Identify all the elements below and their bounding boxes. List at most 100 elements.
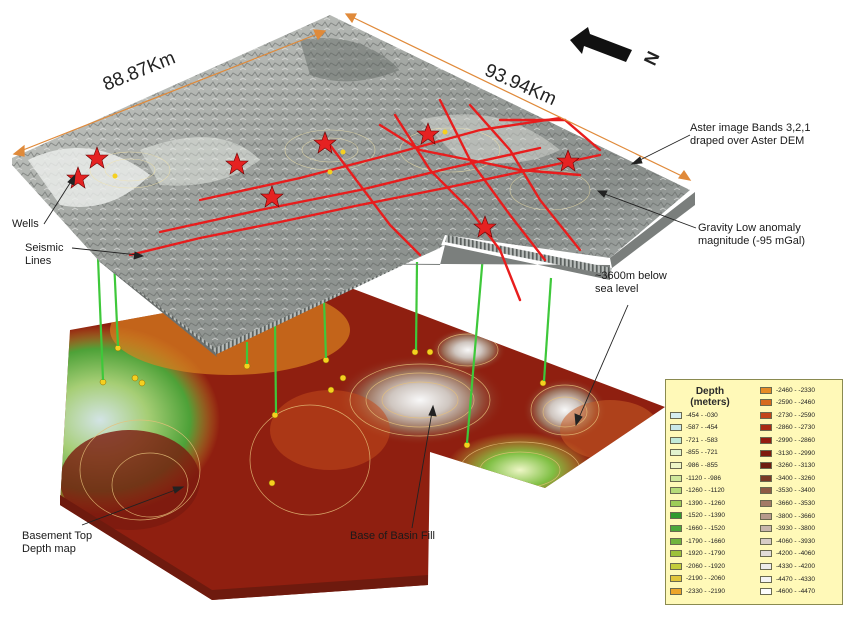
legend-swatch	[760, 562, 772, 570]
wells-label: Wells	[12, 218, 39, 230]
legend-entry: -3530 - -3400	[760, 486, 815, 496]
legend-entry: -3800 - -3660	[760, 511, 815, 521]
legend-entry: -2990 - -2860	[760, 435, 815, 445]
seismic-lines	[128, 98, 602, 302]
legend-swatch	[760, 588, 772, 596]
legend-swatch	[760, 386, 772, 394]
legend-entry-text: -4330 - -4200	[776, 562, 816, 570]
legend-entry-text: -454 - -030	[686, 411, 718, 419]
legend-swatch	[760, 537, 772, 545]
legend-title: Depth(meters)	[690, 386, 730, 408]
legend-entry-text: -1790 - -1660	[686, 537, 726, 545]
legend-entry-text: -2860 - -2730	[776, 424, 816, 432]
legend-entry: -2860 - -2730	[760, 423, 815, 433]
legend-entry: -986 - -855	[670, 460, 718, 470]
legend-swatch	[670, 537, 682, 545]
legend-swatch	[760, 575, 772, 583]
legend-entry: -3660 - -3530	[760, 498, 815, 508]
legend-entry: -855 - -721	[670, 448, 718, 458]
legend-entry: -1390 - -1260	[670, 498, 725, 508]
legend-swatch	[760, 462, 772, 470]
legend-entry: -2730 - -2590	[760, 410, 815, 420]
legend-swatch	[670, 424, 682, 432]
legend-entry: -1660 - -1520	[670, 523, 725, 533]
legend-swatch	[670, 487, 682, 495]
legend-swatch	[670, 512, 682, 520]
legend-swatch	[670, 411, 682, 419]
legend-entry-text: -3130 - -2990	[776, 449, 816, 457]
legend-swatch	[760, 512, 772, 520]
well-markers-upper	[112, 129, 448, 179]
depth-legend: Depth(meters) -454 - -030 -587 - -454 -721…	[665, 379, 843, 605]
legend-entry-text: -1660 - -1520	[686, 524, 726, 532]
legend-entry: -587 - -454	[670, 423, 718, 433]
legend-swatch	[760, 449, 772, 457]
legend-entry: -2460 - -2330	[760, 385, 815, 395]
legend-entry: -3400 - -3260	[760, 473, 815, 483]
legend-entry-text: -2990 - -2860	[776, 436, 816, 444]
legend-entry: -4600 - -4470	[760, 587, 815, 597]
legend-swatch	[670, 524, 682, 532]
legend-entry-text: -4600 - -4470	[776, 588, 816, 596]
legend-entry: -3260 - -3130	[760, 461, 815, 471]
legend-entry-text: -4200 - -4060	[776, 550, 816, 558]
dimension-arrows	[12, 13, 692, 181]
legend-swatch	[670, 449, 682, 457]
legend-entry-text: -1120 - -986	[686, 474, 721, 482]
basement-depth-map	[60, 282, 665, 600]
legend-swatch	[670, 474, 682, 482]
legend-entry-text: -855 - -721	[686, 449, 718, 457]
legend-entry: -1920 - -1790	[670, 549, 725, 559]
legend-entry: -1520 - -1390	[670, 511, 725, 521]
legend-entry-text: -1520 - -1390	[686, 512, 726, 520]
legend-entry-text: -587 - -454	[686, 424, 718, 432]
legend-entry-text: -4060 - -3930	[776, 537, 816, 545]
legend-entry-text: -2060 - -1920	[686, 562, 726, 570]
legend-entry: -1120 - -986	[670, 473, 721, 483]
legend-entry-text: -3260 - -3130	[776, 462, 816, 470]
legend-entry: -1260 - -1120	[670, 486, 725, 496]
well-markers-lower	[99, 344, 547, 487]
basin-fill-label: Base of Basin Fill	[350, 530, 435, 542]
legend-swatch	[670, 461, 682, 469]
legend-entry-text: -3930 - -3800	[776, 525, 816, 533]
legend-entry-text: -3530 - -3400	[776, 487, 816, 495]
legend-entry-text: -2190 - -2060	[686, 575, 726, 583]
legend-swatch	[670, 436, 682, 444]
legend-entry: -3130 - -2990	[760, 448, 815, 458]
legend-entry-text: -1390 - -1260	[686, 499, 726, 507]
legend-swatch	[670, 550, 682, 558]
legend-swatch	[760, 411, 772, 419]
legend-entry-text: -3800 - -3660	[776, 512, 816, 520]
legend-entry-text: -986 - -855	[686, 461, 718, 469]
legend-swatch	[670, 562, 682, 570]
legend-entry-text: -721 - -583	[686, 436, 718, 444]
legend-swatch	[760, 436, 772, 444]
legend-entry-text: -2330 - -2190	[686, 587, 726, 595]
legend-entry-text: -3660 - -3530	[776, 499, 816, 507]
legend-swatch	[760, 525, 772, 533]
legend-swatch	[760, 474, 772, 482]
legend-swatch	[760, 399, 772, 407]
legend-entry: -454 - -030	[670, 410, 718, 420]
legend-swatch	[670, 587, 682, 595]
legend-entry-text: -1920 - -1790	[686, 550, 726, 558]
aster-dem-block	[12, 15, 695, 357]
leader-lines	[43, 134, 697, 529]
legend-swatch	[670, 499, 682, 507]
legend-entry: -4470 - -4330	[760, 574, 815, 584]
legend-entry-text: -3400 - -3260	[776, 474, 816, 482]
legend-entry: -4060 - -3930	[760, 536, 815, 546]
legend-swatch	[760, 550, 772, 558]
legend-entry: -3930 - -3800	[760, 524, 815, 534]
legend-swatch	[760, 499, 772, 507]
legend-entry: -4330 - -4200	[760, 561, 815, 571]
legend-entry-text: -1260 - -1120	[686, 487, 725, 495]
north-arrow-icon	[570, 27, 632, 62]
